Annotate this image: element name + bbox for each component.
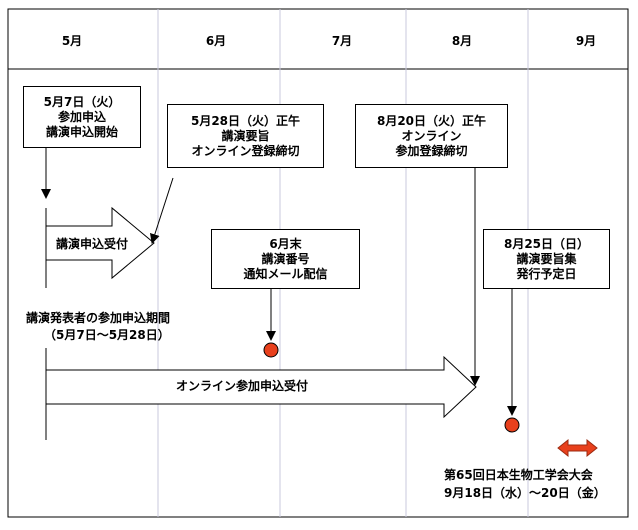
month-header-july: 7月 [331,34,353,48]
event-line: オンライン [401,128,462,143]
online-accept-block-arrow [45,355,477,419]
may28-connector [150,177,174,244]
talk-accept-block-arrow [45,206,155,280]
event-box-end-june: 6月末 講演番号 通知メール配信 [211,229,360,289]
end-june-milestone [263,342,279,358]
month-header-may: 5月 [61,34,83,48]
conference-dates: 9月18日（水）〜20日（金） [444,486,606,500]
event-line: 講演要旨集 [516,251,577,266]
event-box-may28: 5月28日（火）正午 講演要旨 オンライン登録締切 [167,104,324,168]
conference-name: 第65回日本生物工学会大会 [444,468,593,482]
event-line: 通知メール配信 [243,266,328,281]
event-date: 8月20日（火）正午 [376,113,487,128]
aug25-milestone [504,417,520,433]
presenter-period-label: 講演発表者の参加申込期間 [26,311,171,325]
conference-period-arrow [557,438,598,458]
event-line: オンライン登録締切 [191,143,300,158]
event-date: 5月7日（火） [43,94,121,109]
month-header-august: 8月 [451,34,473,48]
event-line: 参加申込 [57,109,106,124]
event-line: 講演要旨 [221,128,270,143]
online-accept-label: オンライン参加申込受付 [176,379,309,393]
event-date: 8月25日（日） [503,236,590,251]
event-line: 発行予定日 [516,266,577,281]
month-header-september: 9月 [575,34,597,48]
event-line: 講演番号 [261,251,310,266]
event-date: 5月28日（火）正午 [190,113,301,128]
month-header-june: 6月 [205,34,227,48]
event-line: 参加登録締切 [395,143,468,158]
event-box-aug20: 8月20日（火）正午 オンライン 参加登録締切 [355,104,508,168]
event-box-aug25: 8月25日（日） 講演要旨集 発行予定日 [483,229,610,289]
event-box-may7: 5月7日（火） 参加申込 講演申込開始 [23,86,141,148]
talk-accept-label: 講演申込受付 [56,237,129,251]
event-line: 講演申込開始 [45,124,118,139]
event-date: 6月末 [269,236,302,251]
presenter-period-dates: （5月7日〜5月28日） [44,328,170,342]
